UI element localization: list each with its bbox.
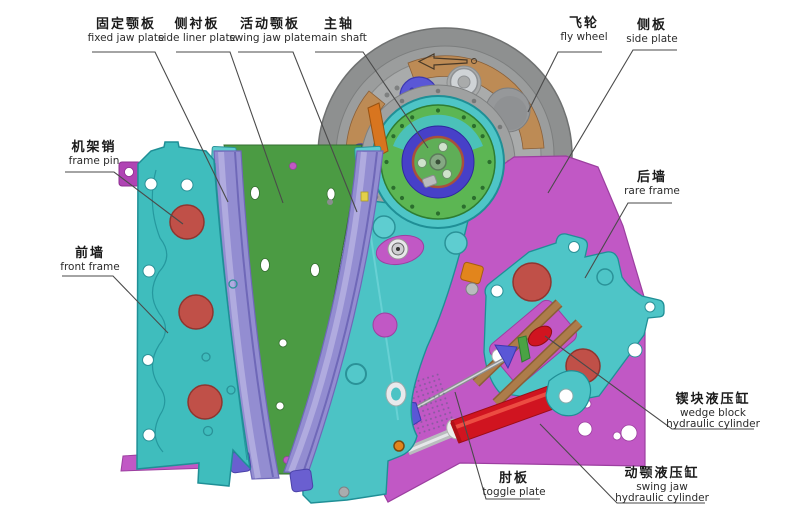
label-toggle-plate: 肘板 toggle plate [482,471,546,498]
label-rare-frame: 后墙 rare frame [624,170,680,197]
frame-pin [178,294,214,330]
label-fixed-jaw-plate: 固定颚板 fixed jaw plate [88,17,165,44]
frame-pin-hole [512,262,552,302]
front-frame [118,141,252,487]
leader-side-liner-plate [176,51,284,204]
frame-pin [169,204,205,240]
label-fixed-jaw-plate-zh: 固定颚板 [95,17,156,32]
wedge-block [527,325,553,347]
label-frame-pin: 机架销 frame pin [68,140,120,167]
leader-side-plate [547,49,677,194]
frame-pin [187,384,223,420]
wedge-seat [517,335,531,363]
leader-rare-frame [584,202,672,279]
leader-lines [62,49,754,504]
label-fly-wheel: 飞轮 fly wheel [560,16,608,43]
leader-fixed-jaw-plate [92,51,229,203]
leader-swing-jaw-cylinder [539,423,705,504]
leader-front-frame [62,275,169,334]
leader-toggle-plate [454,391,540,500]
leader-frame-pin [65,171,184,225]
housing-boss [444,231,468,255]
liner-block [289,468,314,493]
rotation-arrow-icon [417,53,468,70]
gear-bolt-holes [384,108,492,216]
label-main-shaft: 主轴 main shaft [311,17,367,44]
swing-jaw-plate-strip [283,145,384,474]
leader-fly-wheel [527,51,602,113]
label-swing-jaw-hydraulic-cylinder: 动颚液压缸 swing jaw hydraulic cylinder [615,466,709,505]
pivot-pin [393,440,405,452]
label-front-frame: 前墙 front frame [60,246,120,273]
label-fixed-jaw-plate-en: fixed jaw plate [87,31,165,44]
label-wedge-block-hydraulic-cylinder: 锲块液压缸 wedge block hydraulic cylinder [666,392,760,431]
label-swing-jaw-plate: 活动颚板 swing jaw plate [229,17,311,44]
leader-main-shaft [315,51,429,149]
main-shaft-assembly [367,95,505,255]
label-side-liner-plate: 侧衬板 side liner plate [157,17,237,44]
leader-swing-jaw-plate [238,51,358,213]
shaft-key [367,102,389,158]
bushing [460,261,484,296]
housing-boss [372,215,396,239]
leader-wedge-block-cylinder [544,335,754,430]
guide-block [494,344,518,370]
label-side-plate: 侧板 side plate [626,18,678,45]
swing-jaw-hydraulic-cylinder [406,370,592,456]
